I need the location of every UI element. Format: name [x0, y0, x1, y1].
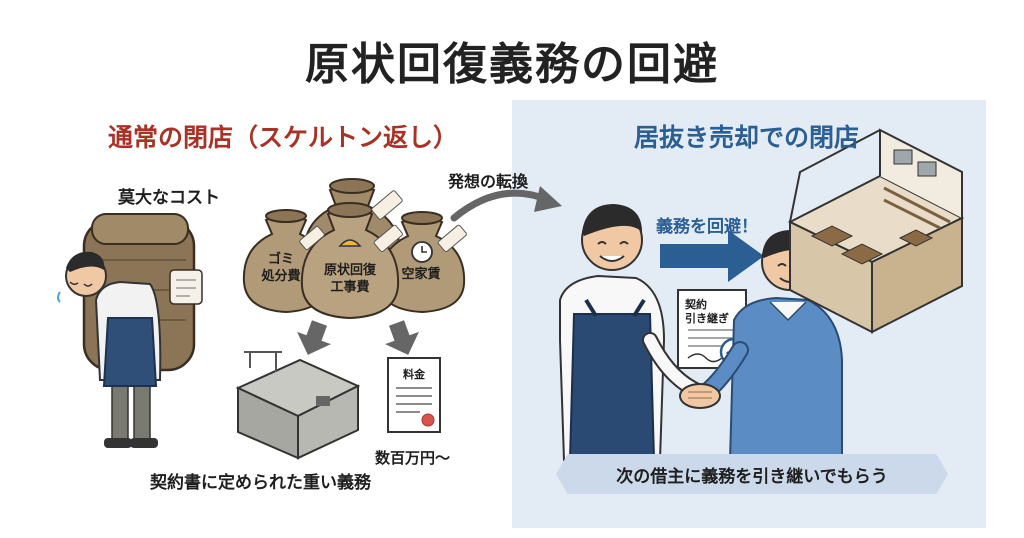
cost-label: 莫大なコスト: [118, 188, 220, 208]
price-label: 数百万円〜: [375, 449, 451, 467]
bag-label-garbage: ゴミ 処分費: [261, 252, 301, 284]
bag-label-restoration: 原状回復 工事費: [323, 263, 376, 295]
summary-ribbon-text: 次の借主に義務を引き継いでもらう: [616, 467, 888, 487]
right-arrow-icon: [660, 230, 764, 282]
money-bags-illustration: [242, 178, 467, 320]
summary-ribbon: 次の借主に義務を引き継いでもらう: [556, 454, 948, 494]
contract-label: 契約 引き継ぎ: [685, 298, 729, 325]
avoid-label: 義務を回避！: [656, 217, 758, 237]
backpack-person-illustration: [57, 213, 203, 448]
down-arrow-right-icon: [385, 320, 419, 355]
bill-document-illustration: [387, 357, 441, 433]
bag-label-rent: 空家賃: [401, 267, 441, 282]
handshake-illustration: [679, 383, 721, 409]
curved-arrow-icon: [450, 189, 552, 222]
bill-label: 料金: [403, 368, 425, 381]
left-heading: 通常の閉店（スケルトン返し）: [108, 123, 459, 152]
shift-label: 発想の転換: [448, 172, 529, 191]
down-arrow-left-icon: [297, 320, 331, 355]
page-title: 原状回復義務の回避: [305, 39, 719, 90]
burden-label: 契約書に定められた重い義務: [150, 473, 371, 493]
restaurant-room-illustration: [787, 128, 965, 334]
right-heading: 居抜き売却での閉店: [634, 123, 860, 152]
shopkeeper-illustration: [559, 204, 708, 461]
empty-room-illustration: [235, 351, 361, 460]
